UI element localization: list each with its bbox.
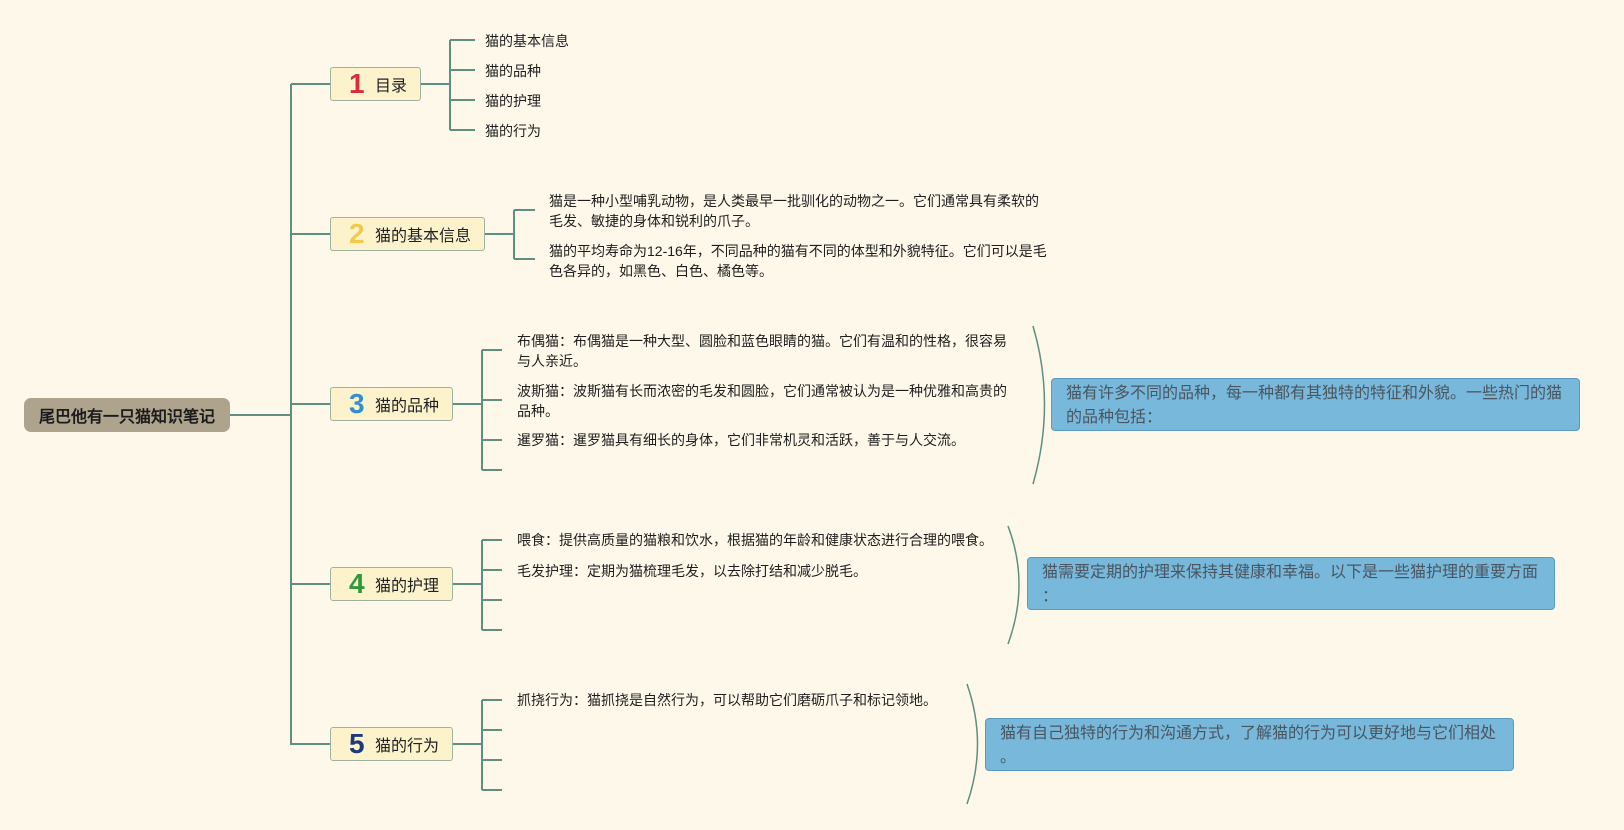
- topic-care[interactable]: 4 猫的护理: [330, 567, 453, 601]
- topic-label: 猫的品种: [375, 398, 440, 415]
- note-line: 。: [1000, 749, 1017, 766]
- text-line: 色各异的，如黑色、白色、橘色等。: [549, 263, 773, 279]
- text-line: 暹罗猫：暹罗猫具有细长的身体，它们非常机灵和活跃，善于与人交流。: [517, 432, 965, 448]
- text-line: 猫的平均寿命为12-16年，不同品种的猫有不同的体型和外貌特征。它们可以是毛: [549, 243, 1047, 259]
- toc-item[interactable]: 猫的品种: [485, 63, 541, 79]
- topic-number: 4: [349, 568, 365, 599]
- topic-behavior[interactable]: 5 猫的行为: [330, 727, 453, 761]
- toc-item[interactable]: 猫的基本信息: [485, 33, 569, 49]
- breed-item[interactable]: 暹罗猫：暹罗猫具有细长的身体，它们非常机灵和活跃，善于与人交流。: [517, 430, 965, 450]
- toc-item[interactable]: 猫的护理: [485, 93, 541, 109]
- text-line: 与人亲近。: [517, 353, 587, 369]
- info-item[interactable]: 猫的平均寿命为12-16年，不同品种的猫有不同的体型和外貌特征。它们可以是毛 色…: [549, 241, 1047, 281]
- text-line: 抓挠行为：猫抓挠是自然行为，可以帮助它们磨砺爪子和标记领地。: [517, 692, 937, 708]
- text-line: 波斯猫：波斯猫有长而浓密的毛发和圆脸，它们通常被认为是一种优雅和高贵的: [517, 383, 1007, 399]
- topic-breeds[interactable]: 3 猫的品种: [330, 387, 453, 421]
- topic-number: 2: [349, 218, 365, 249]
- behavior-summary-note[interactable]: 猫有自己独特的行为和沟通方式，了解猫的行为可以更好地与它们相处 。: [985, 718, 1514, 771]
- topic-number: 5: [349, 728, 365, 759]
- behavior-item[interactable]: 抓挠行为：猫抓挠是自然行为，可以帮助它们磨砺爪子和标记领地。: [517, 690, 937, 710]
- topic-label: 猫的行为: [375, 738, 440, 755]
- breeds-summary-note[interactable]: 猫有许多不同的品种，每一种都有其独特的特征和外貌。一些热门的猫 的品种包括：: [1051, 378, 1580, 431]
- breeds-summary-bracket: [1032, 325, 1046, 485]
- topic-label: 猫的基本信息: [375, 228, 472, 245]
- topic-label: 目录: [375, 78, 408, 95]
- toc-item[interactable]: 猫的行为: [485, 123, 541, 139]
- note-line: 猫有自己独特的行为和沟通方式，了解猫的行为可以更好地与它们相处: [1000, 725, 1497, 742]
- care-summary-bracket: [1007, 525, 1020, 645]
- topic-label: 猫的护理: [375, 578, 440, 595]
- behavior-summary-bracket: [966, 683, 979, 805]
- note-line: ：: [1042, 588, 1059, 605]
- text-line: 毛发、敏捷的身体和锐利的爪子。: [549, 213, 759, 229]
- text-line: 布偶猫：布偶猫是一种大型、圆脸和蓝色眼睛的猫。它们有温和的性格，很容易: [517, 333, 1007, 349]
- root-node[interactable]: 尾巴他有一只猫知识笔记: [24, 398, 230, 432]
- text-line: 喂食：提供高质量的猫粮和饮水，根据猫的年龄和健康状态进行合理的喂食。: [517, 532, 993, 548]
- care-summary-note[interactable]: 猫需要定期的护理来保持其健康和幸福。以下是一些猫护理的重要方面 ：: [1027, 557, 1555, 610]
- text-line: 品种。: [517, 403, 559, 419]
- info-item[interactable]: 猫是一种小型哺乳动物，是人类最早一批驯化的动物之一。它们通常具有柔软的 毛发、敏…: [549, 191, 1039, 231]
- topic-number: 1: [349, 68, 365, 99]
- note-line: 的品种包括：: [1066, 409, 1163, 426]
- care-item[interactable]: 毛发护理：定期为猫梳理毛发，以去除打结和减少脱毛。: [517, 561, 867, 581]
- care-item[interactable]: 喂食：提供高质量的猫粮和饮水，根据猫的年龄和健康状态进行合理的喂食。: [517, 530, 993, 550]
- topic-basic-info[interactable]: 2 猫的基本信息: [330, 217, 485, 251]
- breed-item[interactable]: 布偶猫：布偶猫是一种大型、圆脸和蓝色眼睛的猫。它们有温和的性格，很容易 与人亲近…: [517, 331, 1007, 371]
- note-line: 猫需要定期的护理来保持其健康和幸福。以下是一些猫护理的重要方面: [1042, 564, 1539, 581]
- topic-toc[interactable]: 1 目录: [330, 67, 421, 101]
- text-line: 毛发护理：定期为猫梳理毛发，以去除打结和减少脱毛。: [517, 563, 867, 579]
- root-label: 尾巴他有一只猫知识笔记: [38, 409, 215, 426]
- breed-item[interactable]: 波斯猫：波斯猫有长而浓密的毛发和圆脸，它们通常被认为是一种优雅和高贵的 品种。: [517, 381, 1007, 421]
- text-line: 猫是一种小型哺乳动物，是人类最早一批驯化的动物之一。它们通常具有柔软的: [549, 193, 1039, 209]
- note-line: 猫有许多不同的品种，每一种都有其独特的特征和外貌。一些热门的猫: [1066, 385, 1563, 402]
- topic-number: 3: [349, 388, 365, 419]
